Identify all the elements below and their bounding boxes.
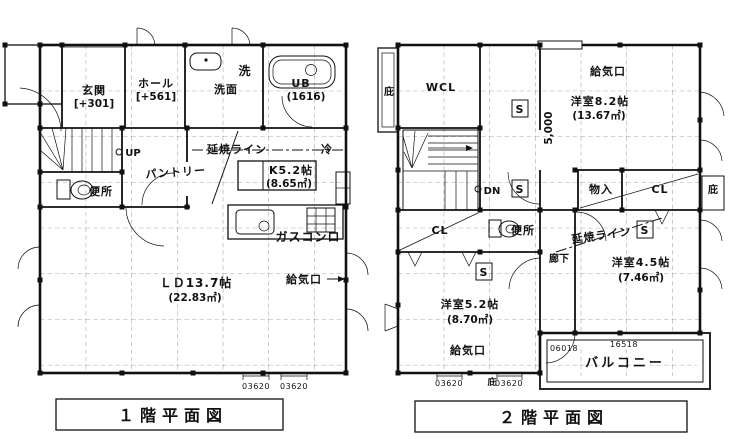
label-air-vent-1f: 給気口 xyxy=(286,272,322,286)
label-kitchen-area: (8.65㎡) xyxy=(266,177,312,190)
floor1-title: １階平面図 xyxy=(118,406,228,425)
label-genkan-level: [+301] xyxy=(74,98,114,110)
eave-left-box xyxy=(377,47,399,133)
label-bath-size: (1616) xyxy=(287,91,326,103)
label-dim-a-1f: 03620 xyxy=(242,382,270,391)
floor1-dim-ticks xyxy=(242,372,308,380)
kitchen-counter xyxy=(227,204,344,240)
label-hallway: 廊下 xyxy=(549,252,569,265)
label-eave-left: 庇 xyxy=(383,85,394,98)
label-bedroom52-area: (8.70㎡) xyxy=(447,313,493,326)
label-fridge: 冷 xyxy=(321,142,333,156)
label-gas-stove: ガスコンロ xyxy=(275,229,340,244)
label-living: ＬＤ13.7帖 xyxy=(160,275,233,290)
label-bedroom45: 洋室4.5帖 xyxy=(612,255,671,269)
label-washroom: 洗面 xyxy=(214,82,238,96)
floor1-columns xyxy=(2,42,349,376)
label-bedroom82-area: (13.67㎡) xyxy=(572,109,625,122)
label-kitchen: K5.2帖 xyxy=(269,163,313,177)
svg-text:S: S xyxy=(480,266,489,279)
label-pantry: パントリー xyxy=(145,164,206,181)
label-hall-level: [+561] xyxy=(136,91,176,103)
eave-right-box xyxy=(701,175,725,211)
floor2-toilet-fixture xyxy=(488,219,520,238)
floor1-door-arcs xyxy=(17,27,369,332)
top-window xyxy=(537,40,583,50)
floor2-plan: S S S S 庇 WCL 給気口 洋室8.2帖 (13.67㎡) 5,000 … xyxy=(377,40,725,390)
floor1-toilet-fixture xyxy=(56,179,94,200)
svg-text:S: S xyxy=(516,103,525,116)
svg-text:S: S xyxy=(516,183,525,196)
floor2-title: ２階平面図 xyxy=(499,408,609,427)
label-air-vent-bottom: 給気口 xyxy=(450,343,486,357)
floor2-dim-ticks xyxy=(436,372,523,380)
label-genkan: 玄関 xyxy=(82,83,106,97)
label-bedroom82: 洋室8.2帖 xyxy=(571,94,630,108)
label-fire-line-1f: 延焼ライン xyxy=(206,142,267,156)
label-hall: ホール xyxy=(138,77,174,90)
label-balcony-dim-b: 16518 xyxy=(610,340,638,349)
s-marker-3: S xyxy=(636,220,654,239)
s-marker-4: S xyxy=(475,262,493,281)
label-bath: UB xyxy=(291,77,310,90)
gas-stove-fixture xyxy=(306,207,336,233)
label-laundry: 洗 xyxy=(238,63,251,78)
label-up: UP xyxy=(125,148,140,159)
label-bedroom45-area: (7.46㎡) xyxy=(618,271,664,284)
floor2-grid xyxy=(398,45,700,373)
floor2-fire-line xyxy=(555,217,663,253)
s-marker-1: S xyxy=(511,99,529,118)
label-dn: DN xyxy=(484,186,501,197)
label-dim-height: 5,000 xyxy=(543,111,555,144)
label-closet-left: CL xyxy=(431,224,448,237)
floor1-inner-walls xyxy=(40,45,346,208)
label-closet-right: CL xyxy=(651,183,668,196)
s-marker-2: S xyxy=(511,179,529,198)
floor1-stairs xyxy=(39,127,113,172)
fridge-fixture xyxy=(335,171,351,205)
title-boxes: １階平面図 ２階平面図 xyxy=(55,398,688,433)
svg-text:S: S xyxy=(641,224,650,237)
washbasin-fixture xyxy=(189,52,222,71)
floor2-stairs xyxy=(402,129,479,211)
closet-diagonals xyxy=(399,173,699,251)
label-eave-bottom: 庇 xyxy=(486,376,496,388)
label-toilet-1f: 便所 xyxy=(89,184,113,198)
label-dim-b-1f: 03620 xyxy=(280,382,308,391)
folding-door-marks xyxy=(407,209,670,267)
kitchen-island xyxy=(237,160,317,191)
up-marker-circle xyxy=(115,148,123,156)
label-dim-a-2f: 03620 xyxy=(435,379,463,388)
floor1-title-box xyxy=(55,398,284,431)
floor1-plan: 玄関 [+301] ホール [+561] 洗 洗面 UB (1616) UP パ… xyxy=(2,27,369,391)
balcony xyxy=(539,332,711,390)
bathtub-fixture xyxy=(268,55,336,89)
label-balcony: バルコニー xyxy=(585,356,665,371)
dn-marker-circle xyxy=(474,185,482,193)
airflow-arrow xyxy=(327,276,345,282)
label-living-area: (22.83㎡) xyxy=(168,291,221,304)
label-dim-b-2f: 03620 xyxy=(495,379,523,388)
label-bedroom52: 洋室5.2帖 xyxy=(441,297,500,311)
label-air-vent-top: 給気口 xyxy=(590,64,626,78)
label-balcony-dim-a: 06018 xyxy=(550,344,578,353)
floor1-grid xyxy=(40,45,346,373)
label-eave-right: 庇 xyxy=(707,183,718,196)
floor2-title-box xyxy=(414,400,688,433)
label-toilet-2f: 便所 xyxy=(511,223,535,237)
label-storage: 物入 xyxy=(589,182,613,196)
label-wcl: WCL xyxy=(426,81,456,94)
